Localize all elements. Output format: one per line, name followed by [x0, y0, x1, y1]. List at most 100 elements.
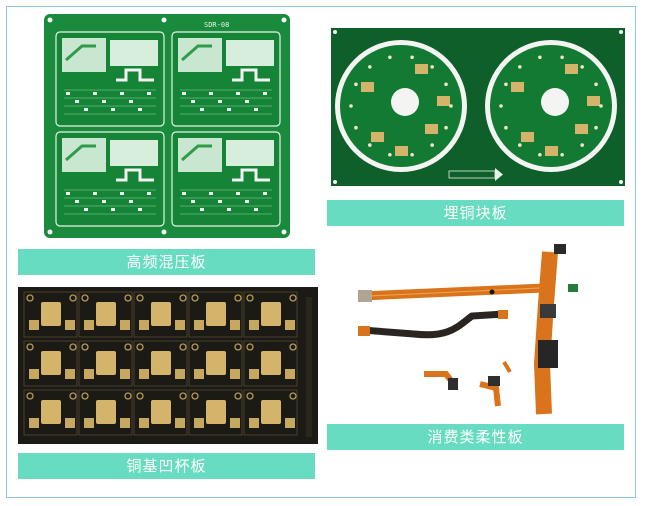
- copper-block: [545, 146, 558, 156]
- connector-top: [554, 244, 566, 254]
- unit-outline: [78, 340, 133, 387]
- mount-hole: [179, 294, 187, 302]
- unit-outline: [23, 291, 78, 338]
- via-pad: [354, 125, 358, 130]
- rf-zone: [62, 38, 106, 72]
- mount-hole: [246, 294, 254, 302]
- pad: [209, 192, 213, 195]
- copper-block: [371, 132, 384, 142]
- mount-hole: [136, 343, 144, 351]
- pad: [245, 200, 249, 203]
- pad: [84, 208, 88, 211]
- cavity-pad: [206, 400, 226, 424]
- tooling-hole: [47, 229, 53, 235]
- mount-hole: [26, 294, 34, 302]
- corner-pad: [249, 418, 259, 428]
- pad: [200, 208, 204, 211]
- cavity-pad: [96, 400, 116, 424]
- pad: [120, 192, 124, 195]
- corner-pad: [194, 418, 204, 428]
- via-pad: [504, 82, 508, 87]
- mount-hole: [124, 343, 132, 351]
- cavity-pad: [96, 302, 116, 326]
- corner-pad: [139, 320, 149, 330]
- via-pad: [449, 104, 453, 108]
- copper-block: [437, 96, 450, 106]
- corner-pad: [84, 369, 94, 379]
- unit-outline: [133, 340, 188, 387]
- via-pad: [444, 82, 448, 87]
- edge-rail: [306, 297, 312, 437]
- center-cutout: [391, 88, 419, 116]
- small-chip: [568, 284, 578, 292]
- corner-pad: [65, 369, 75, 379]
- rf-zone: [226, 140, 274, 166]
- mount-hole: [81, 343, 89, 351]
- unit-outline: [133, 291, 188, 338]
- pad: [138, 108, 142, 111]
- unit-outline: [243, 291, 298, 338]
- via-pad: [594, 125, 598, 130]
- via-pad: [388, 55, 392, 60]
- via-pad: [580, 143, 584, 147]
- pad: [227, 208, 231, 211]
- via-pad: [430, 65, 434, 69]
- mount-hole: [69, 294, 77, 302]
- corner-pad: [249, 369, 259, 379]
- copper-block: [415, 64, 428, 74]
- unit-outline: [78, 291, 133, 338]
- mount-hole: [124, 294, 132, 302]
- cavity-pad: [151, 351, 171, 375]
- tooling-hole: [161, 17, 167, 23]
- via-pad: [518, 65, 522, 69]
- tooling-hole: [281, 229, 287, 235]
- rf-zone: [226, 40, 274, 66]
- copper-block: [361, 82, 374, 92]
- pad: [200, 108, 204, 111]
- mount-hole: [179, 343, 187, 351]
- pad: [191, 100, 195, 103]
- cavity-pad: [96, 351, 116, 375]
- cavity-pad: [41, 351, 61, 375]
- usb-connector: [540, 304, 556, 318]
- copper-block: [511, 82, 524, 92]
- unit-outline: [78, 389, 133, 436]
- cavity-pad: [206, 302, 226, 326]
- pad: [218, 200, 222, 203]
- via-pad: [538, 55, 542, 60]
- pad: [75, 100, 79, 103]
- unit-outline: [188, 340, 243, 387]
- via-pad: [349, 104, 353, 108]
- dark-flex-cable: [361, 310, 505, 339]
- mount-hole: [234, 343, 242, 351]
- via-pad: [560, 55, 564, 60]
- corner-pad: [230, 320, 240, 330]
- copper-block: [565, 64, 578, 74]
- component: [489, 289, 495, 295]
- mount-hole: [246, 343, 254, 351]
- tooling-hole: [161, 229, 167, 235]
- mount-hole: [179, 392, 187, 400]
- corner-pad: [194, 320, 204, 330]
- mount-hole: [234, 294, 242, 302]
- high-frequency-board-photo: SDR-08: [44, 14, 290, 238]
- pad: [147, 92, 151, 95]
- mount-hole: [289, 294, 297, 302]
- consumer-flex-board-photo: [354, 244, 602, 420]
- small-flex-piece: [502, 360, 512, 374]
- rf-trace: [181, 44, 212, 62]
- corner-pad: [230, 418, 240, 428]
- pad: [66, 192, 70, 195]
- rf-trace: [232, 68, 270, 82]
- mount-hole: [69, 392, 77, 400]
- pad: [102, 100, 106, 103]
- via-pad: [599, 104, 603, 108]
- mount-hole: [81, 392, 89, 400]
- pad: [254, 208, 258, 211]
- via-pad: [580, 65, 584, 69]
- mount-hole: [124, 392, 132, 400]
- camera-module: [488, 376, 500, 386]
- cavity-pad: [151, 302, 171, 326]
- corner-pad: [285, 320, 295, 330]
- pad: [254, 108, 258, 111]
